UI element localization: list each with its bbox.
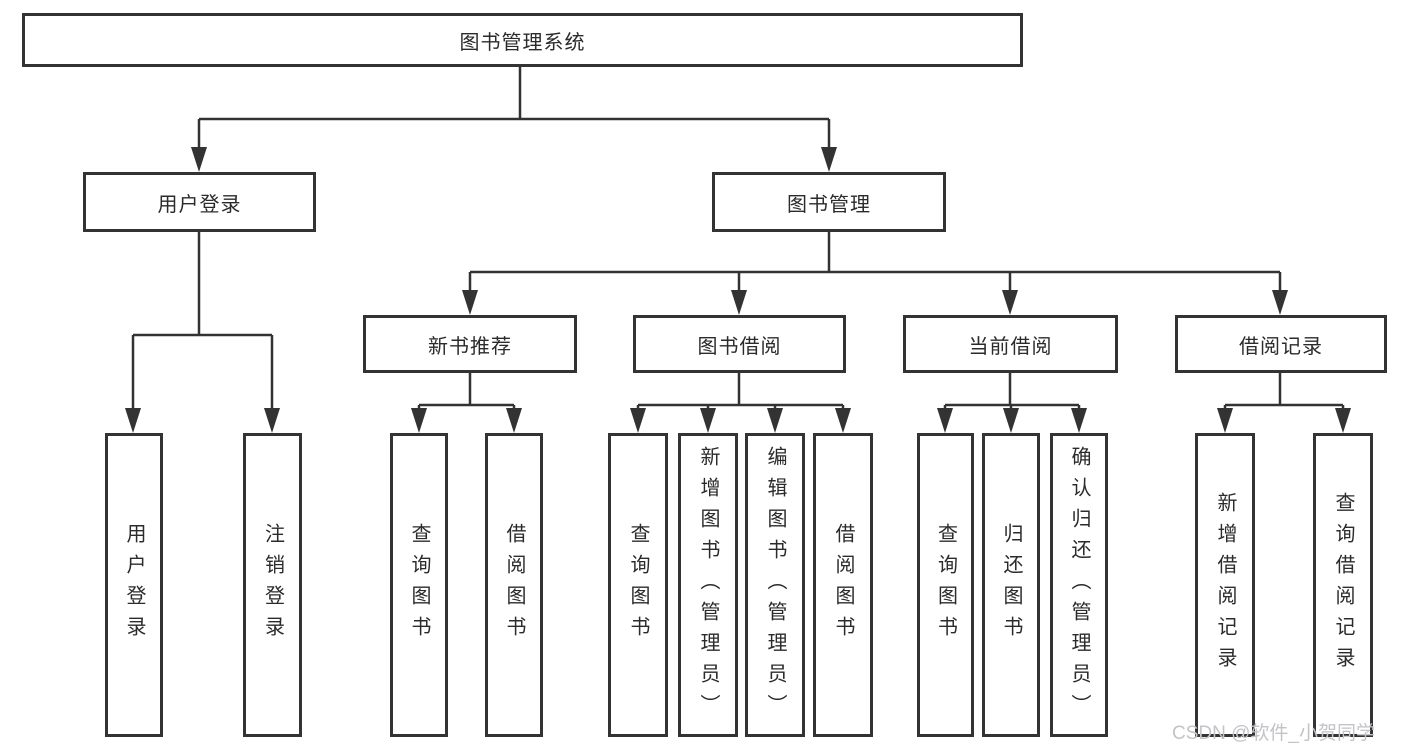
leaf-current-query-books: 查询图书 [917,433,974,737]
leaf-logout: 注销登录 [243,433,302,737]
leaf-user-login: 用户登录 [105,433,163,737]
leaf-newrec-borrow-books: 借阅图书 [485,433,543,737]
leaf-current-return-books-label: 归还图书 [1000,523,1022,647]
connector-root-to-level2 [191,67,837,172]
leaf-borrow-add-books-admin: 新增图书（管理员） [678,433,738,737]
leaf-newrec-borrow-books-label: 借阅图书 [503,523,525,647]
leaf-borrow-edit-books-admin-label: 编辑图书（管理员） [764,445,786,725]
node-new-book-recommend-label: 新书推荐 [428,335,512,358]
connector-current-borrowing-children [937,373,1087,433]
connector-book-management-children [462,232,1288,315]
leaf-current-confirm-return-admin: 确认归还（管理员） [1050,433,1108,737]
connector-user-login-children [125,232,280,433]
leaf-user-login-label: 用户登录 [123,523,145,647]
leaf-borrow-borrow-books-label: 借阅图书 [832,523,854,647]
leaf-records-query-record-label: 查询借阅记录 [1332,492,1354,678]
node-book-borrowing: 图书借阅 [633,315,846,373]
node-current-borrowing-label: 当前借阅 [968,335,1053,358]
leaf-logout-label: 注销登录 [261,523,284,647]
leaf-current-query-books-label: 查询图书 [934,523,957,647]
leaf-borrow-edit-books-admin: 编辑图书（管理员） [745,433,805,737]
node-root-label: 图书管理系统 [459,31,586,54]
node-new-book-recommend: 新书推荐 [363,315,577,373]
leaf-borrow-borrow-books: 借阅图书 [813,433,873,737]
node-borrowing-records-label: 借阅记录 [1239,335,1323,358]
leaf-records-add-record: 新增借阅记录 [1195,433,1255,737]
node-user-login-branch: 用户登录 [83,172,316,232]
connector-new-book-children [411,373,522,433]
node-borrowing-records: 借阅记录 [1175,315,1387,373]
leaf-newrec-query-books: 查询图书 [390,433,448,737]
leaf-records-add-record-label: 新增借阅记录 [1214,492,1236,678]
csdn-watermark: CSDN @软件_小贺同学 [1172,723,1375,744]
node-book-borrowing-label: 图书借阅 [697,335,782,358]
leaf-current-confirm-return-admin-label: 确认归还（管理员） [1068,445,1090,725]
connector-borrowing-records-children [1217,373,1351,433]
leaf-current-return-books: 归还图书 [982,433,1040,737]
connector-book-borrowing-children [630,373,851,433]
leaf-borrow-query-books: 查询图书 [608,433,668,737]
leaf-records-query-record: 查询借阅记录 [1313,433,1373,737]
node-user-login-label: 用户登录 [157,193,242,216]
leaf-borrow-query-books-label: 查询图书 [627,523,649,647]
node-book-management-branch: 图书管理 [712,172,946,232]
node-root-system: 图书管理系统 [22,13,1023,67]
node-book-management-label: 图书管理 [787,193,871,216]
leaf-newrec-query-books-label: 查询图书 [408,523,430,647]
node-current-borrowing: 当前借阅 [903,315,1118,373]
leaf-borrow-add-books-admin-label: 新增图书（管理员） [697,445,719,725]
